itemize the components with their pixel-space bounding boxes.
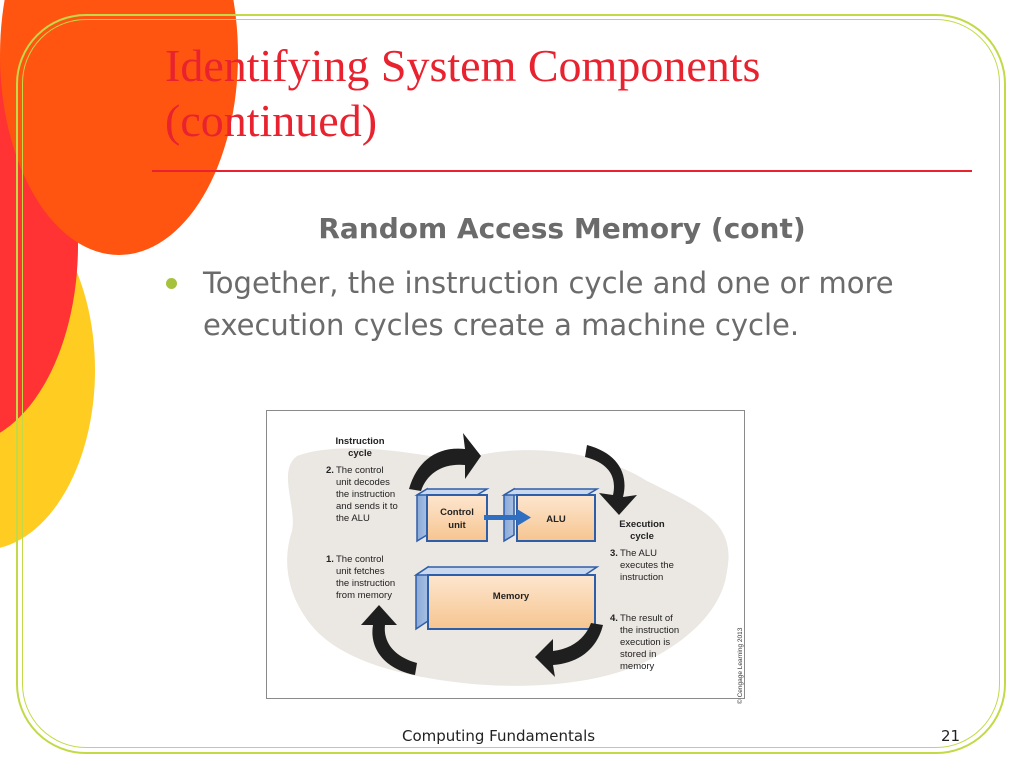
footer-text: Computing Fundamentals bbox=[402, 727, 596, 745]
alu-label: ALU bbox=[546, 514, 566, 525]
memory-label: Memory bbox=[493, 591, 530, 602]
step-2-line-3: the instruction bbox=[336, 489, 395, 500]
memory-box: Memory bbox=[413, 565, 600, 631]
instruction-cycle-title-2: cycle bbox=[348, 448, 372, 459]
control-unit-box: Control unit bbox=[414, 487, 490, 543]
step-2-number: 2. bbox=[326, 465, 334, 476]
control-unit-label-1: Control bbox=[440, 507, 474, 518]
execution-cycle-title-1: Execution bbox=[619, 519, 665, 530]
step-3-line-2: executes the bbox=[620, 560, 674, 571]
page-number: 21 bbox=[941, 727, 961, 745]
step-4-number: 4. bbox=[610, 613, 618, 624]
step-2-line-5: the ALU bbox=[336, 513, 370, 524]
slide-frame-inner bbox=[22, 19, 1000, 748]
step-3-number: 3. bbox=[610, 548, 618, 559]
control-to-alu-arrow bbox=[484, 509, 531, 526]
curved-arrow-icon bbox=[585, 445, 637, 515]
bullet-text: Together, the instruction cycle and one … bbox=[203, 266, 894, 342]
step-1-line-3: the instruction bbox=[336, 578, 395, 589]
step-4-line-4: stored in bbox=[620, 649, 656, 660]
slide-frame-outer bbox=[16, 14, 1006, 754]
title-underline bbox=[152, 170, 972, 172]
step-2-line-1: The control bbox=[336, 465, 384, 476]
step-4-line-1: The result of bbox=[620, 613, 673, 624]
step-4-line-5: memory bbox=[620, 661, 655, 672]
copyright-notice: © Cengage Learning 2013 bbox=[736, 627, 744, 704]
step-1-line-2: unit fetches bbox=[336, 566, 385, 577]
instruction-cycle-title-1: Instruction bbox=[335, 436, 384, 447]
title-line-1: Identifying System Components bbox=[165, 40, 761, 91]
step-1-line-1: The control bbox=[336, 554, 384, 565]
step-2-line-4: and sends it to bbox=[336, 501, 398, 512]
execution-cycle-title-2: cycle bbox=[630, 531, 654, 542]
step-3-line-1: The ALU bbox=[620, 548, 657, 559]
step-4-line-3: execution is bbox=[620, 637, 670, 648]
step-2-line-2: unit decodes bbox=[336, 477, 390, 488]
machine-cycle-diagram: Control unit ALU Memory bbox=[287, 433, 729, 686]
step-3-line-3: instruction bbox=[620, 572, 663, 583]
step-1-number: 1. bbox=[326, 554, 334, 565]
slide-title: Identifying System Components (continued… bbox=[165, 38, 985, 148]
curved-arrow-icon bbox=[361, 605, 417, 675]
step-1-line-4: from memory bbox=[336, 590, 392, 601]
curved-arrow-icon bbox=[409, 433, 481, 491]
curved-arrow-icon bbox=[535, 623, 603, 677]
bullet-icon bbox=[166, 278, 177, 289]
control-unit-label-2: unit bbox=[448, 520, 466, 531]
step-4-line-2: the instruction bbox=[620, 625, 679, 636]
machine-cycle-figure: Control unit ALU Memory bbox=[266, 410, 745, 699]
subheading: Random Access Memory (cont) bbox=[318, 212, 806, 245]
copyright-text: © Cengage Learning 2013 bbox=[736, 627, 744, 704]
title-line-2: (continued) bbox=[165, 95, 378, 146]
